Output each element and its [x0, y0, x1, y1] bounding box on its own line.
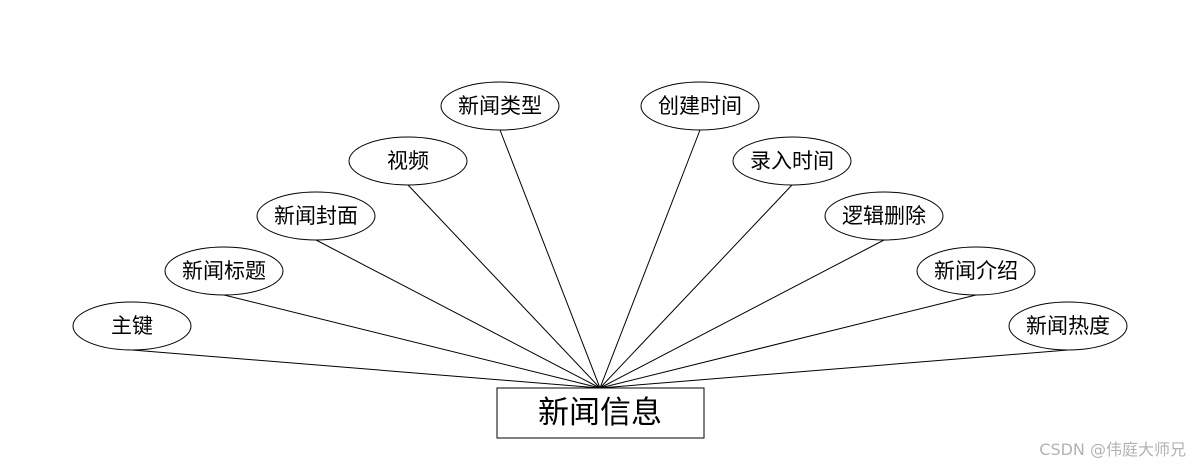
- attribute-chuangjianshijian: 创建时间: [640, 81, 760, 131]
- connector-line-xinwenleixing: [499, 129, 601, 389]
- attribute-xinwenfengmian: 新闻封面: [256, 191, 376, 241]
- attribute-label: 逻辑删除: [842, 204, 926, 228]
- attribute-label: 视频: [387, 149, 429, 173]
- attribute-lurushijian: 录入时间: [732, 136, 852, 186]
- attribute-ellipse: [640, 81, 760, 131]
- attribute-ellipse: [440, 81, 560, 131]
- attribute-zhujian: 主键: [72, 301, 192, 351]
- attribute-ellipse: [916, 246, 1036, 296]
- connector-line-xinwenfengmian: [315, 239, 601, 389]
- connector-line-xinwenbiaoti: [223, 294, 601, 389]
- connector-line-xinwenredu: [599, 349, 1069, 389]
- connector-line-xinwenjieshao: [599, 294, 977, 389]
- attribute-ellipse: [348, 136, 468, 186]
- attribute-xinwenredu: 新闻热度: [1008, 301, 1128, 351]
- connector-line-luojishanchu: [599, 239, 885, 389]
- connector-line-lurushijian: [599, 184, 793, 389]
- attribute-luojishanchu: 逻辑删除: [824, 191, 944, 241]
- connector-line-chuangjianshijian: [599, 129, 701, 389]
- attribute-ellipse: [732, 136, 852, 186]
- watermark: CSDN @伟庭大师兄: [1039, 440, 1186, 459]
- attribute-label: 新闻介绍: [934, 259, 1018, 283]
- attribute-shipin: 视频: [348, 136, 468, 186]
- attribute-label: 新闻标题: [182, 259, 266, 283]
- attribute-label: 主键: [111, 314, 153, 338]
- attribute-xinwenleixing: 新闻类型: [440, 81, 560, 131]
- attribute-label: 新闻热度: [1026, 314, 1110, 338]
- attribute-label: 新闻封面: [274, 204, 358, 228]
- attribute-xinwenbiaoti: 新闻标题: [164, 246, 284, 296]
- attribute-label: 创建时间: [658, 94, 742, 118]
- attribute-xinwenjieshao: 新闻介绍: [916, 246, 1036, 296]
- attribute-label: 录入时间: [750, 149, 834, 173]
- attribute-ellipse: [72, 301, 192, 351]
- entity-label: 新闻信息: [538, 395, 662, 431]
- entity-node: 新闻信息: [496, 387, 705, 439]
- attribute-ellipse: [164, 246, 284, 296]
- entity-box: [496, 387, 705, 439]
- connector-line-shipin: [407, 184, 601, 389]
- attribute-ellipse: [256, 191, 376, 241]
- connector-line-zhujian: [131, 349, 601, 389]
- connector-lines: [131, 129, 1069, 389]
- attribute-label: 新闻类型: [458, 94, 542, 118]
- attribute-ellipse: [824, 191, 944, 241]
- attribute-ellipse: [1008, 301, 1128, 351]
